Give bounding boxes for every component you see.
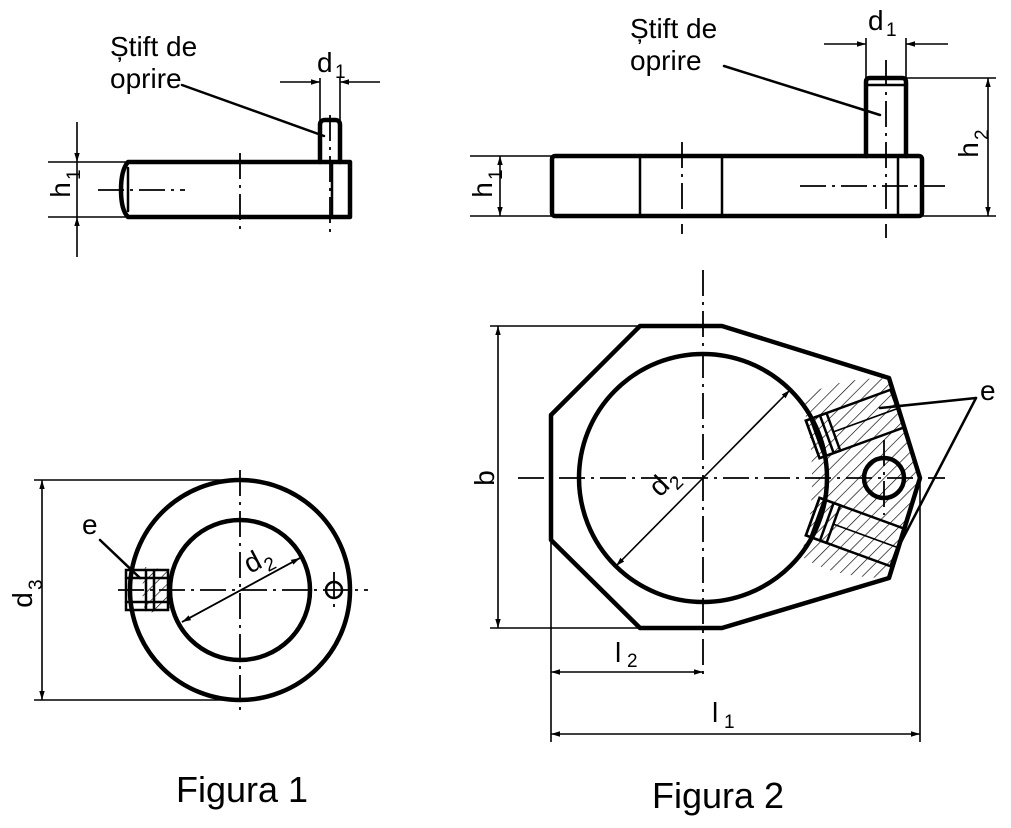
fig2-set-screw-upper [804, 388, 906, 460]
fig1-d2-arrow-b [181, 557, 301, 623]
fig1-caption: Figura 1 [176, 769, 308, 810]
fig2-h2-sub: 2 [972, 129, 993, 140]
fig1-d1-sub: 1 [335, 62, 346, 83]
fig1-pin-label-line1: Știft de [110, 31, 197, 62]
fig1-d3-sub: 3 [26, 579, 47, 590]
fig2-d1-label: d [868, 5, 884, 36]
fig2-d2-arrow-a [702, 389, 791, 479]
fig2-side-body [549, 153, 925, 219]
fig2-l2-sub: 2 [627, 651, 638, 672]
fig1-h1-label: h [45, 182, 76, 198]
fig2-pin-label-line1: Știft de [630, 13, 717, 44]
fig2-h1-label: h [467, 182, 498, 198]
fig1-d3-label: d [7, 592, 38, 608]
fig1-d1-label: d [317, 47, 333, 78]
fig2-h1-sub: 1 [486, 169, 507, 180]
fig2-l1-label: l [712, 697, 718, 728]
fig2-b-label: b [469, 470, 500, 486]
fig2-e-leader-lower [896, 396, 978, 550]
fig2-e-label: e [980, 375, 996, 406]
fig2-d1-sub: 1 [886, 20, 897, 41]
fig2-d2-arrow-b [615, 477, 704, 567]
fig2-e-leader-upper [878, 396, 978, 410]
fig1-pin-label-line2: oprire [110, 63, 182, 94]
fig2-pin-label-line2: oprire [630, 45, 702, 76]
fig1-e-leader [98, 538, 142, 580]
fig1-h1-sub: 1 [64, 169, 85, 180]
fig2-pin-leader [722, 64, 882, 117]
figure2-top-view: d 2 b l 2 l 1 e Figura 2 [469, 270, 996, 816]
fig1-e-label: e [82, 509, 98, 540]
figure2-side-view: h 1 h 2 d 1 Știft de oprire [467, 5, 996, 238]
fig2-l1-sub: 1 [724, 712, 735, 733]
fig1-pin-leader [180, 83, 326, 138]
fig2-caption: Figura 2 [652, 775, 784, 816]
fig2-h2-label: h [953, 142, 984, 158]
figure1-side-view: h 1 d 1 Știft de oprire [45, 31, 380, 257]
figure1-top-view: d 2 d 3 e Figura 1 [7, 470, 368, 810]
fig2-l2-label: l [615, 637, 621, 668]
